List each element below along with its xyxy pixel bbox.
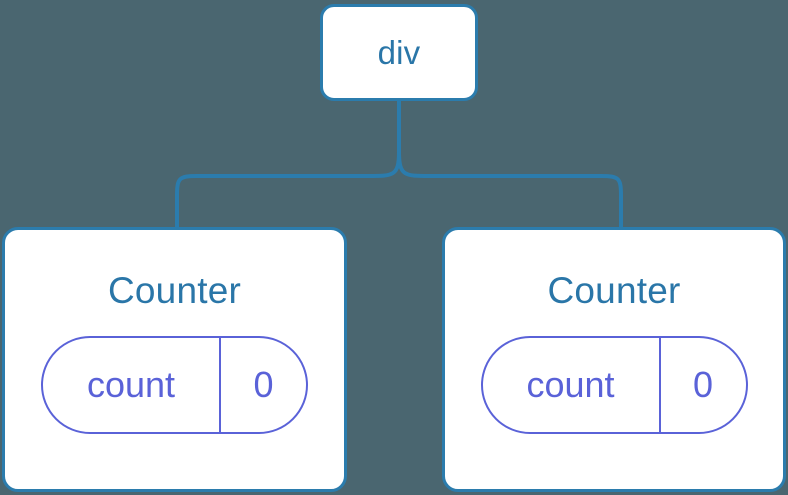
node-counter-0-label: Counter [107, 270, 242, 311]
connector-branch-right [397, 151, 623, 227]
state-pill-0[interactable]: count 0 [41, 336, 308, 434]
connector-branch-left [175, 151, 401, 227]
state-pill-0-value: 0 [253, 364, 274, 405]
state-pill-1[interactable]: count 0 [480, 336, 748, 434]
node-counter-1-label: Counter [547, 270, 681, 311]
node-counter-0[interactable]: Counter count 0 [2, 227, 347, 492]
state-pill-1-key: count [483, 338, 661, 432]
state-pill-0-key: count [43, 338, 221, 432]
node-div[interactable]: div [320, 4, 478, 101]
state-pill-1-value: 0 [692, 364, 714, 405]
node-counter-1[interactable]: Counter count 0 [442, 227, 786, 492]
node-div-label: div [377, 34, 421, 71]
